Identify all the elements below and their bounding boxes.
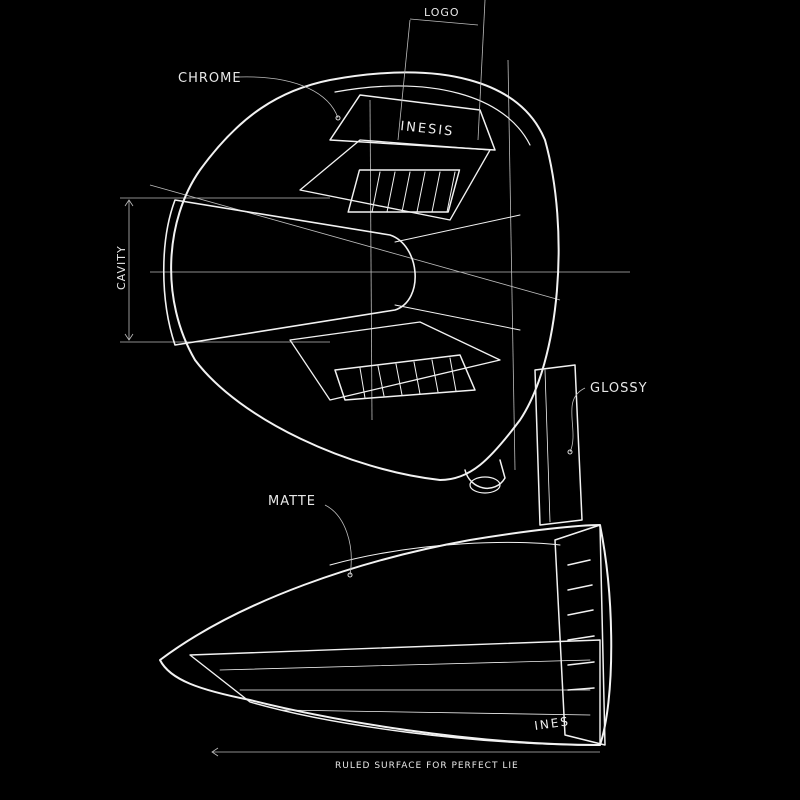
cavity-dimension (124, 199, 134, 341)
chrome-label: CHROME (178, 71, 242, 86)
top-brand-logo: INESIS (400, 119, 455, 140)
annotation-leaders (237, 76, 586, 578)
ruled-surface-dimension (211, 747, 600, 757)
cavity-label: CAVITY (115, 245, 128, 290)
shaft (534, 364, 583, 526)
construction-lines (120, 59, 630, 471)
matte-label: MATTE (268, 494, 316, 509)
ruled-surface-label: RULED SURFACE FOR PERFECT LIE (335, 761, 519, 771)
glossy-label: GLOSSY (590, 381, 648, 396)
driver-head-top-view: INESIS (163, 71, 560, 494)
bottom-brand-logo: INES (533, 714, 570, 733)
logo-dimension (397, 0, 486, 141)
upper-vent-grille (347, 169, 461, 213)
driver-head-side-view: INES (159, 524, 613, 746)
logo-label: LOGO (424, 6, 460, 19)
lower-vent-grille (334, 354, 476, 401)
